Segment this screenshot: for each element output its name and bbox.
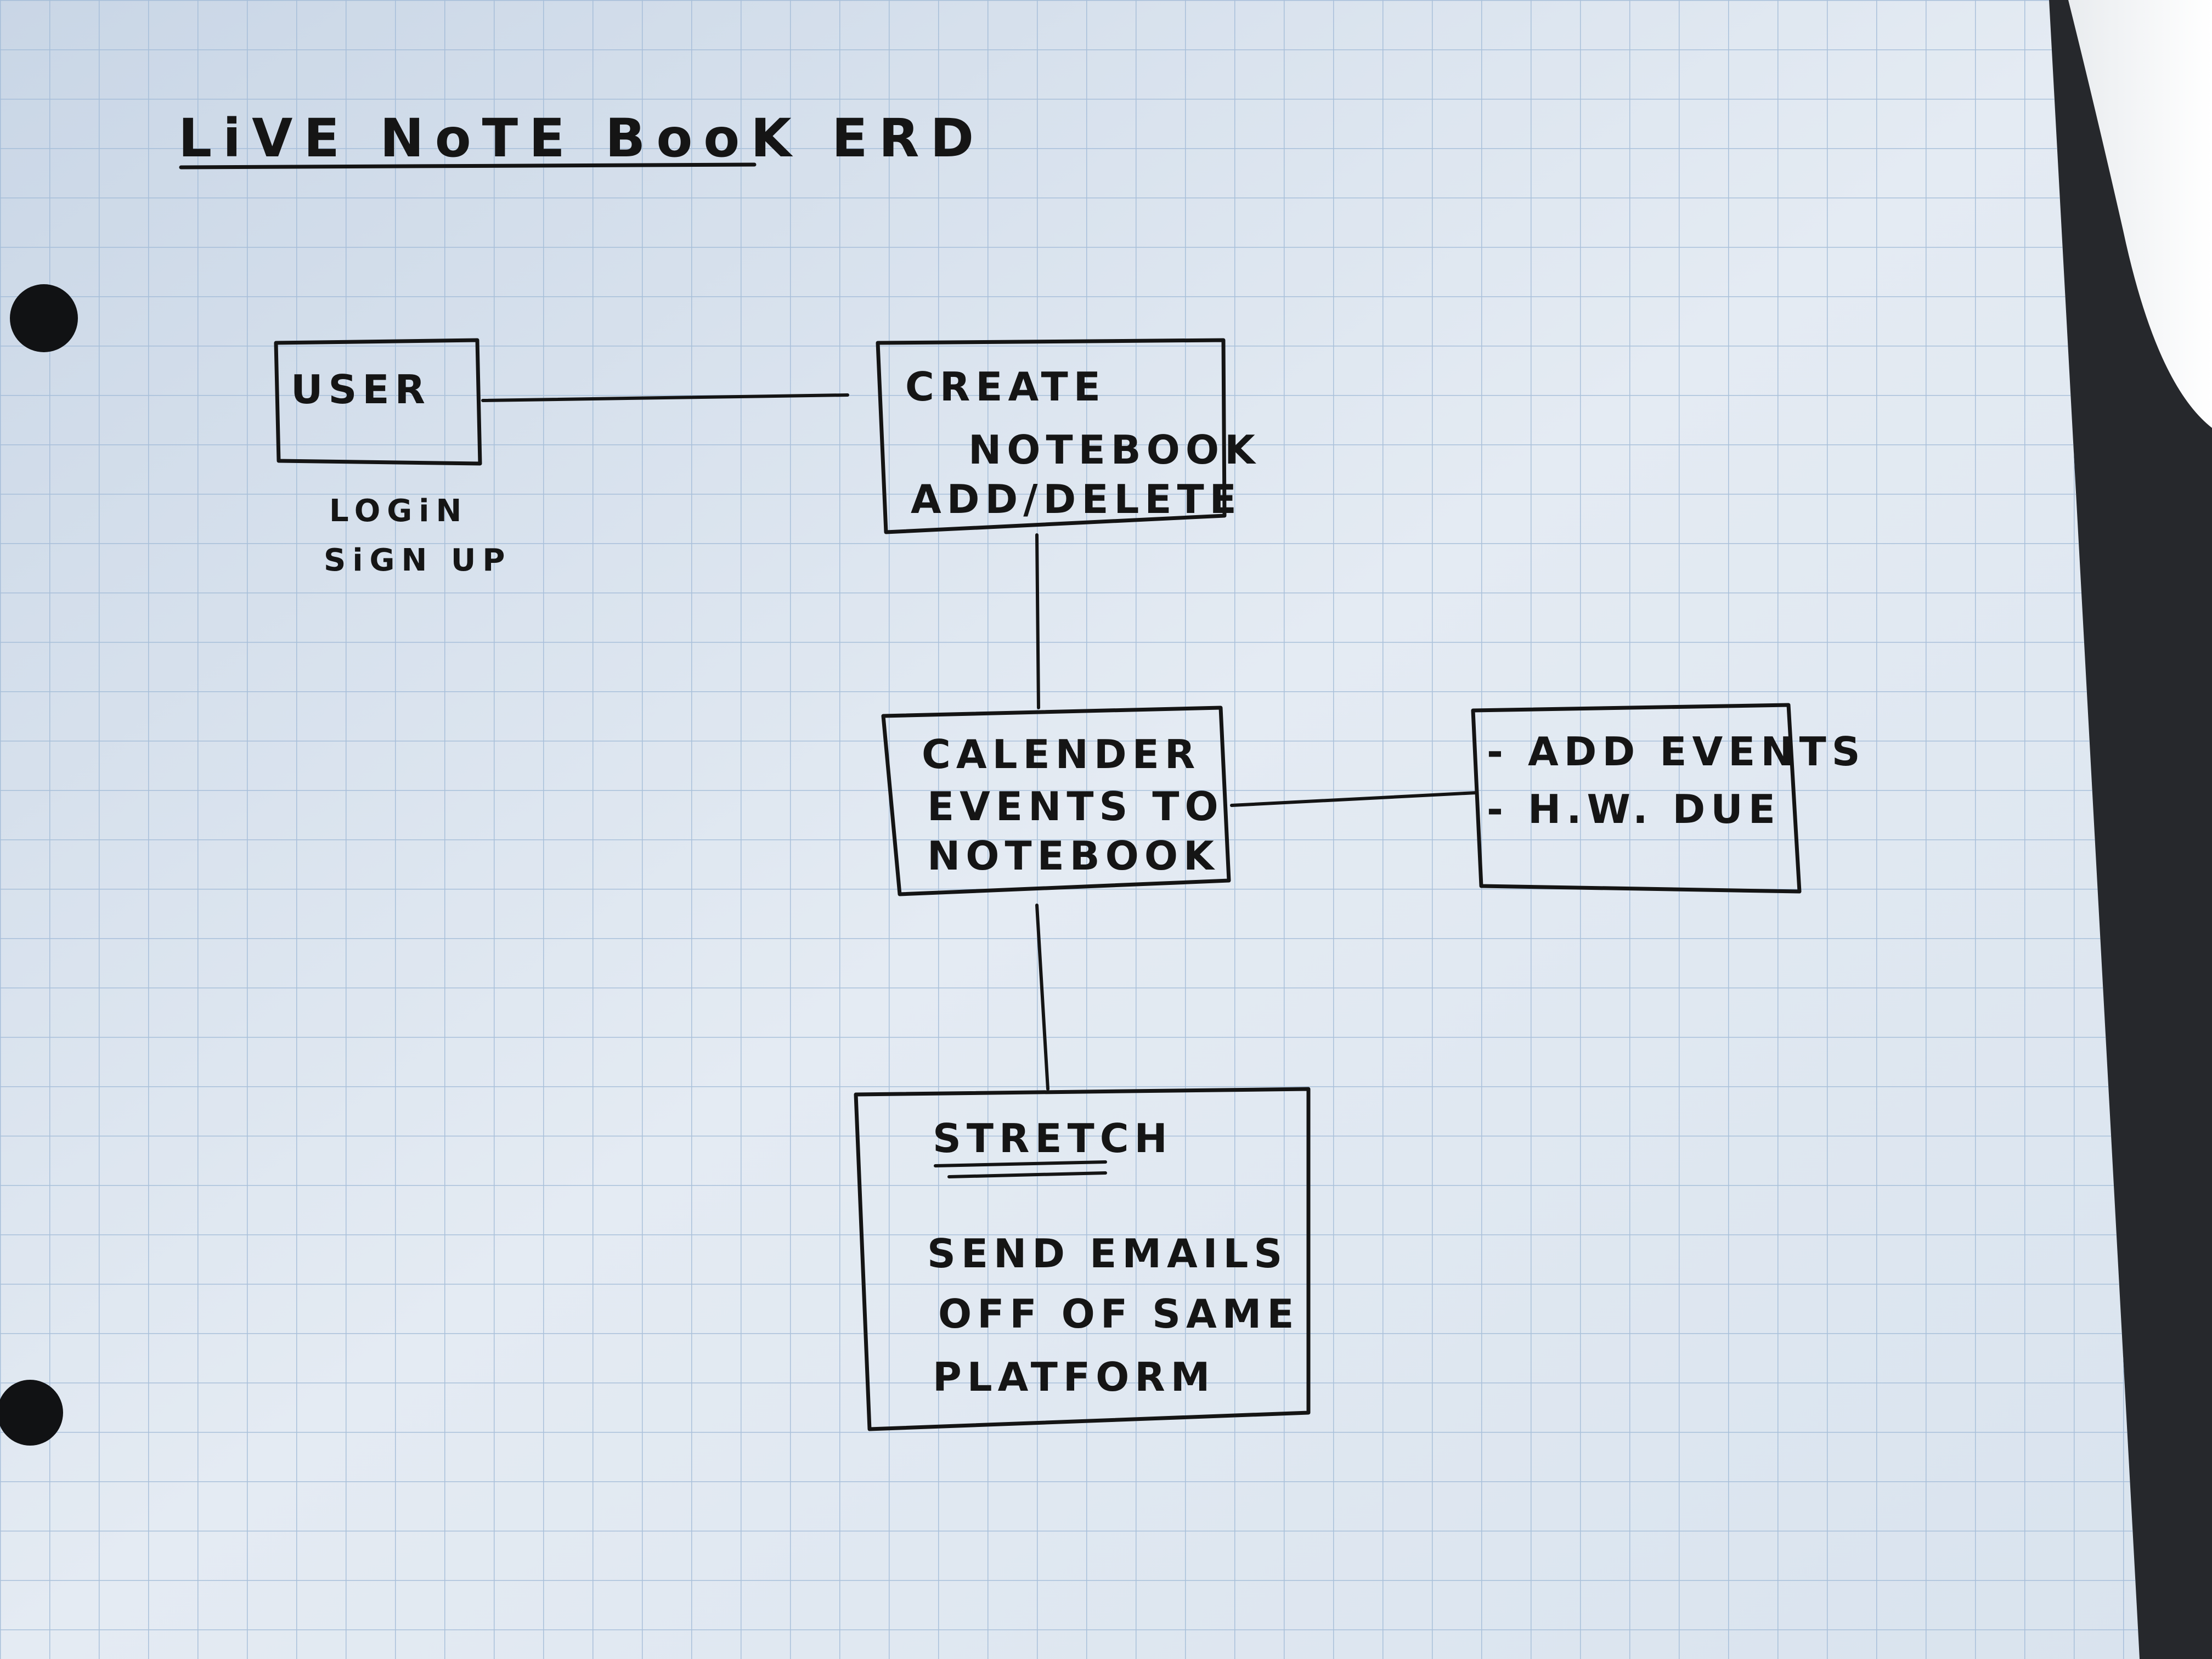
stretch-line-3: PLATFORM — [933, 1354, 1215, 1400]
user-label: USER — [291, 366, 431, 413]
create-notebook-line-3: ADD/DELETE — [911, 476, 1242, 522]
stretch-line-1: SEND EMAILS — [927, 1231, 1288, 1277]
user-note-login: LOGiN — [329, 493, 468, 529]
binder-hole-top — [10, 284, 78, 352]
connector-user-notebook — [481, 393, 849, 402]
stretch-line-2: OFF OF SAME — [938, 1291, 1300, 1337]
entity-events: - ADD EVENTS - H.W. DUE — [1471, 703, 1866, 894]
entity-calendar: CALENDER EVENTS TO NOTEBOOK — [881, 706, 1231, 896]
create-notebook-line-2: NOTEBOOK — [968, 427, 1261, 473]
calendar-line-2: EVENTS TO — [927, 783, 1224, 830]
entity-user: USER LOGiN SiGN UP — [274, 338, 511, 578]
stretch-underline-1 — [934, 1160, 1107, 1167]
entity-stretch: STRETCH SEND EMAILS OFF OF SAME PLATFORM — [854, 1087, 1311, 1431]
connector-calendar-events — [1230, 791, 1477, 807]
user-note-signup: SiGN UP — [324, 543, 511, 578]
title-underline — [179, 162, 757, 170]
calendar-line-3: NOTEBOOK — [927, 833, 1220, 879]
white-object — [2068, 0, 2212, 428]
diagram-title: LiVE NoTE BooK ERD — [178, 108, 985, 169]
stretch-heading: STRETCH — [933, 1115, 1173, 1161]
graph-paper — [0, 0, 2140, 1659]
events-line-1: - ADD EVENTS — [1487, 729, 1866, 775]
events-line-2: - H.W. DUE — [1487, 786, 1781, 832]
connector-calendar-stretch — [1035, 904, 1049, 1091]
connector-notebook-calendar — [1035, 533, 1040, 709]
create-notebook-line-1: CREATE — [905, 364, 1106, 410]
stretch-underline-2 — [947, 1171, 1107, 1178]
entity-create-notebook: CREATE NOTEBOOK ADD/DELETE — [876, 338, 1261, 534]
binder-hole-bottom — [0, 1380, 63, 1446]
calendar-line-1: CALENDER — [922, 731, 1200, 777]
